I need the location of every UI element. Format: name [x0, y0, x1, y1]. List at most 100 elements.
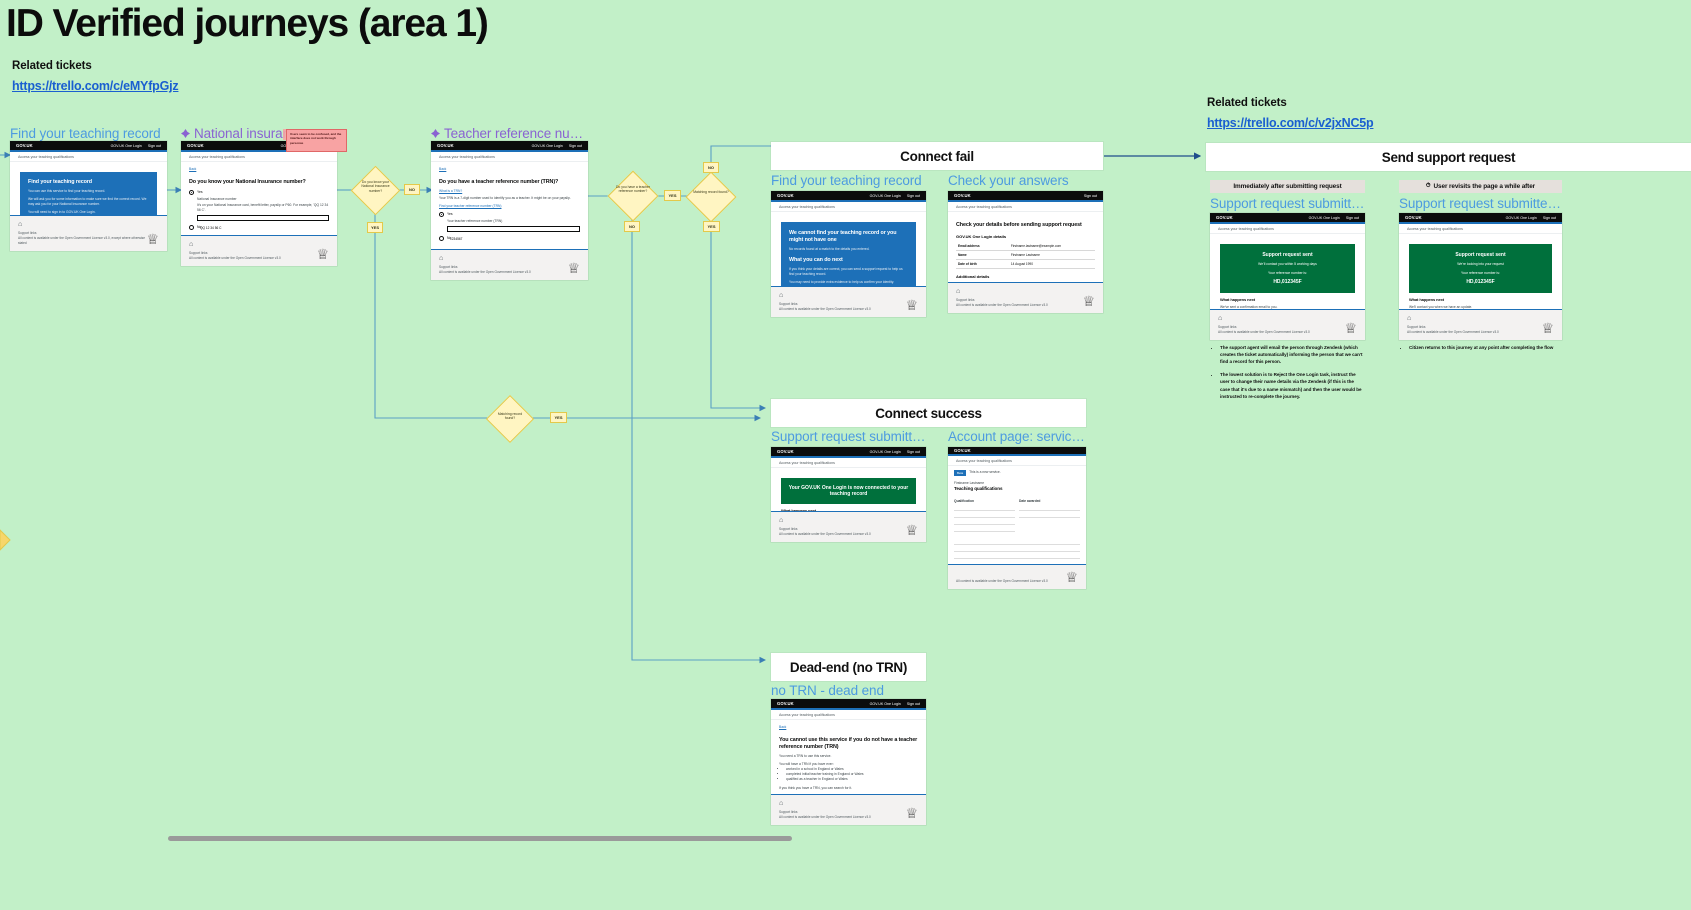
govuk-header-nav[interactable]: Sign out: [1084, 194, 1097, 198]
govuk-header-nav[interactable]: GOV.UK One Login Sign out: [870, 702, 920, 706]
frame-check-your-answers[interactable]: Check your answers: [948, 173, 1103, 188]
service-name: Access your teaching qualifications: [771, 202, 926, 212]
nav-one-login[interactable]: GOV.UK One Login: [1308, 215, 1340, 220]
footer-licence: All content is available under the Open …: [1218, 329, 1310, 334]
govuk-header-nav[interactable]: GOV.UK One Login Sign out: [111, 144, 161, 148]
section-connect-fail[interactable]: Connect fail: [771, 142, 1103, 170]
nav-sign-out[interactable]: Sign out: [147, 143, 161, 148]
frame-support-request-submitted-revisit[interactable]: Support request submitted - ...: [1399, 196, 1562, 211]
panel-p2: Your reference number is:: [1461, 271, 1500, 276]
nav-sign-out[interactable]: Sign out: [1083, 193, 1097, 198]
radio-yes[interactable]: Yes: [439, 212, 580, 218]
frame-title[interactable]: Support request submitted: [771, 429, 926, 444]
body-bullet: qualified as a teacher in England or Wal…: [786, 777, 918, 782]
frame-no-trn-dead-end[interactable]: no TRN - dead end: [771, 683, 926, 698]
radio-dot-yes[interactable]: [189, 190, 194, 196]
nav-one-login[interactable]: GOV.UK One Login: [869, 449, 901, 454]
radio-yes[interactable]: Yes: [189, 190, 329, 196]
what-is-trn-link[interactable]: What is a TRN?: [439, 189, 463, 194]
flow-label-ni-no: NO: [404, 184, 420, 195]
frame-national-insurance-number[interactable]: National insurance number ...: [181, 126, 339, 141]
what-happens-next-heading: What happens next: [781, 508, 916, 513]
radio-dot-no[interactable]: [189, 225, 194, 231]
nav-one-login[interactable]: GOV.UK One Login: [110, 143, 142, 148]
section1-heading: GOV.UK One Login details: [956, 234, 1007, 240]
frame-title[interactable]: Check your answers: [948, 173, 1069, 188]
frame-title[interactable]: Account page: service wit...: [948, 429, 1086, 444]
page-footer: ⌂ Support links All content is available…: [181, 234, 337, 266]
nav-sign-out[interactable]: Sign out: [1542, 215, 1556, 220]
home-icon: ⌂: [1218, 314, 1223, 322]
frame-support-request-submitted-immediate[interactable]: Support request submitted - ...: [1210, 196, 1365, 211]
radio-dot-no[interactable]: [439, 236, 444, 242]
nav-sign-out[interactable]: Sign out: [1345, 215, 1359, 220]
govuk-header-nav[interactable]: GOV.UK One Login Sign out: [870, 450, 920, 454]
nav-one-login[interactable]: GOV.UK One Login: [1505, 215, 1537, 220]
nav-sign-out[interactable]: Sign out: [906, 449, 920, 454]
mock-check-your-answers[interactable]: GOV.UK Sign out Access your teaching qua…: [948, 191, 1103, 313]
frame-teacher-reference-number[interactable]: Teacher reference numbe...: [431, 126, 589, 141]
decision-matching-record-1[interactable]: [685, 171, 737, 223]
frame-title[interactable]: Support request submitted - ...: [1399, 196, 1562, 211]
find-trn-link[interactable]: Find your teacher reference number (TRN): [439, 204, 502, 209]
frame-support-request-submitted-success[interactable]: Support request submitted: [771, 429, 926, 444]
component-diamond-icon: [431, 129, 440, 138]
panel-p1: We're looking into your request: [1457, 262, 1504, 266]
frame-title-ni[interactable]: National insurance number ...: [181, 126, 339, 141]
frame-account-page[interactable]: Account page: service wit...: [948, 429, 1086, 444]
frame-title-trn[interactable]: Teacher reference numbe...: [431, 126, 589, 141]
govuk-header-nav[interactable]: GOV.UK One Login Sign out: [1309, 216, 1359, 220]
nav-sign-out[interactable]: Sign out: [568, 143, 582, 148]
footer-heading: Support links: [189, 250, 208, 255]
related-tickets-link-right[interactable]: https://trello.com/c/v2jxNC5p: [1207, 116, 1374, 130]
decision-ni-number[interactable]: [350, 165, 401, 216]
section-connect-success[interactable]: Connect success: [771, 399, 1086, 427]
govuk-header-nav[interactable]: GOV.UK One Login Sign out: [870, 194, 920, 198]
back-link[interactable]: Back: [439, 167, 447, 171]
govuk-header-nav[interactable]: GOV.UK One Login Sign out: [532, 144, 582, 148]
radio-dot-yes[interactable]: [439, 212, 444, 218]
frame-connect-fail-find-record[interactable]: Find your teaching record: [771, 173, 926, 188]
frame-find-your-teaching-record[interactable]: Find your teaching record: [10, 126, 167, 141]
frame-title[interactable]: Find your teaching record: [771, 173, 922, 188]
frame-title[interactable]: Find your teaching record: [10, 126, 161, 141]
section-send-support-request[interactable]: Send support request: [1206, 143, 1691, 171]
back-link[interactable]: Back: [779, 725, 787, 729]
canvas-edge-arrow-icon[interactable]: [0, 528, 14, 557]
decision-matching-record-2[interactable]: [485, 394, 535, 444]
section-dead-end[interactable]: Dead-end (no TRN): [771, 653, 926, 681]
nav-one-login[interactable]: GOV.UK One Login: [869, 193, 901, 198]
frame-title[interactable]: no TRN - dead end: [771, 683, 884, 698]
decision-trn[interactable]: [607, 170, 659, 222]
nav-one-login[interactable]: GOV.UK One Login: [531, 143, 563, 148]
radio-no[interactable]: No: [189, 225, 329, 231]
horizontal-scrollbar[interactable]: [168, 836, 792, 841]
govuk-header-nav[interactable]: GOV.UK One Login Sign out: [1506, 216, 1556, 220]
nav-sign-out[interactable]: Sign out: [906, 193, 920, 198]
comment-callout[interactable]: Users seem to be confused, and the inter…: [286, 129, 347, 152]
nav-one-login[interactable]: GOV.UK One Login: [869, 701, 901, 706]
frame-title[interactable]: Support request submitted - ...: [1210, 196, 1365, 211]
radio-no[interactable]: No: [439, 236, 580, 242]
trn-input[interactable]: 1234567: [447, 226, 580, 241]
home-icon: ⌂: [779, 799, 784, 807]
related-tickets-link[interactable]: https://trello.com/c/eMYfpGjz: [12, 79, 179, 93]
ni-field-label: National Insurance number: [197, 197, 237, 202]
ni-number-input[interactable]: QQ 12 34 56 C: [197, 215, 329, 230]
back-link[interactable]: Back: [189, 167, 197, 171]
nav-sign-out[interactable]: Sign out: [906, 701, 920, 706]
radio-no-label: No: [197, 225, 202, 230]
mock-account-page[interactable]: GOV.UK Access your teaching qualificatio…: [948, 447, 1086, 589]
